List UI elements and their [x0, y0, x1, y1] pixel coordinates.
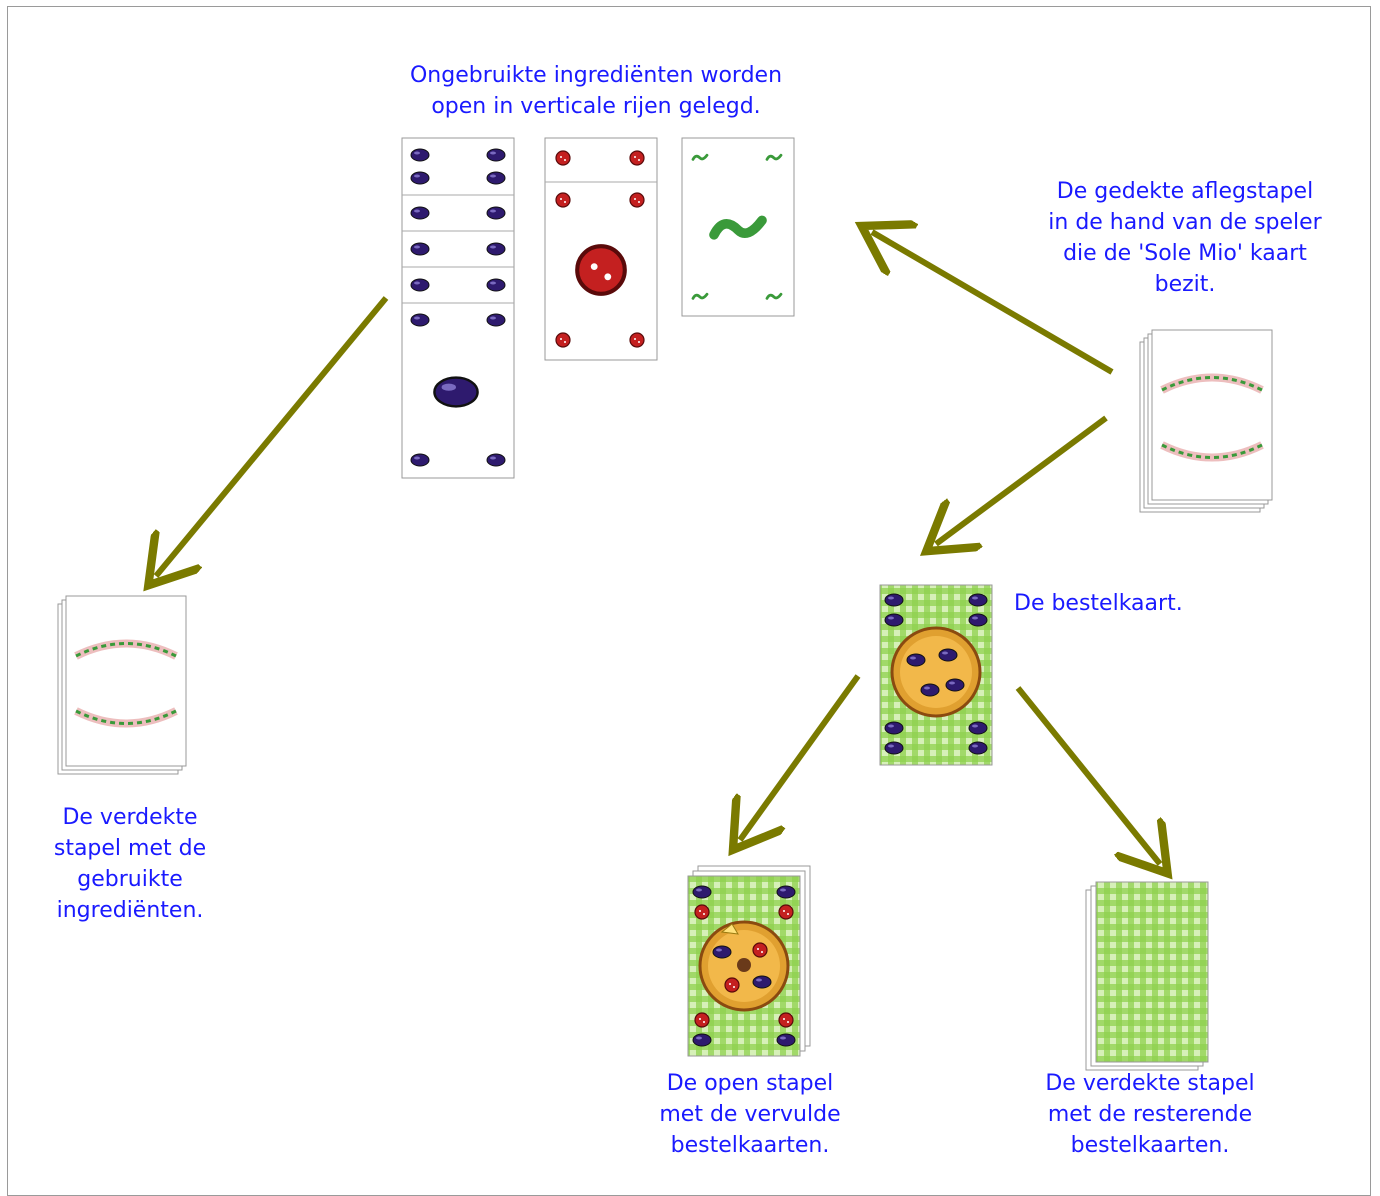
- caption-remaining-orders: De verdekte stapel met de resterende bes…: [1045, 1071, 1255, 1158]
- unused-ingredients-eggplant-column: [401, 137, 515, 479]
- filled-orders-pile: [687, 865, 811, 1057]
- arrow-order-to-filled: [740, 674, 861, 840]
- cheese-icon: [720, 923, 739, 935]
- arrow-order-to-remaining: [1015, 686, 1160, 864]
- caption-filled-orders: De open stapel met de vervulde bestelkaa…: [659, 1071, 841, 1158]
- caption-unused-ingredients: Ongebruikte ingrediënten worden open in …: [409, 63, 783, 119]
- mushroom-icon: [737, 958, 751, 972]
- arrow-discard-to-ingredients: [872, 232, 1114, 375]
- arrow-ingredients-to-used: [156, 296, 389, 576]
- flow-arrows: [156, 232, 1160, 864]
- discard-pile-stack: [1140, 330, 1272, 512]
- used-ingredients-pile: [58, 596, 186, 774]
- order-card: [879, 584, 993, 766]
- unused-ingredients-pepper-column: [681, 137, 795, 317]
- arrow-discard-to-order: [936, 415, 1108, 544]
- caption-discard-pile: De gedekte aflegstapel in de hand van de…: [1048, 179, 1322, 297]
- remaining-orders-pile: [1085, 881, 1209, 1071]
- caption-order-card: De bestelkaart.: [1014, 591, 1183, 616]
- unused-ingredients-salami-column: [544, 137, 658, 361]
- pizza-icon: [890, 626, 982, 718]
- caption-used-ingredients: De verdekte stapel met de gebruikte ingr…: [53, 805, 207, 923]
